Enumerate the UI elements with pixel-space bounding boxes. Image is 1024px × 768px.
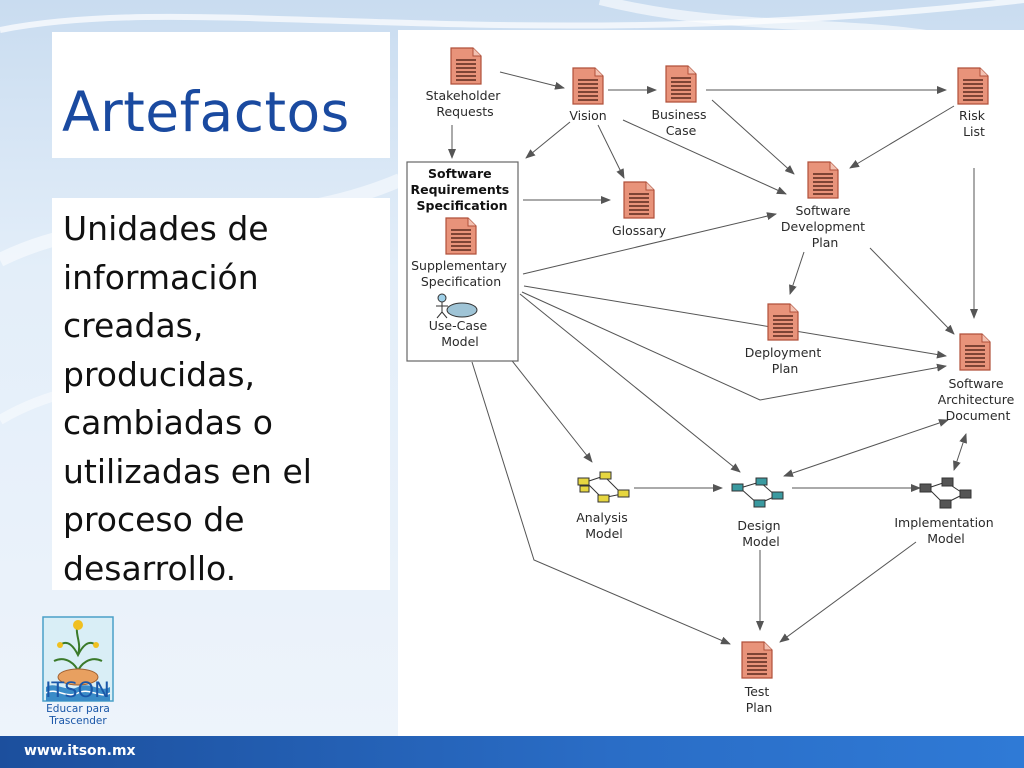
label-glossary: Glossary bbox=[612, 223, 667, 238]
risk-document-icon bbox=[957, 67, 989, 105]
artifacts-diagram: Stakeholder Requests Vision Business Cas… bbox=[398, 30, 1024, 736]
footer-url[interactable]: www.itson.mx bbox=[24, 743, 136, 759]
body-panel bbox=[52, 198, 390, 590]
body-text: Unidades de información creadas, produci… bbox=[63, 209, 312, 588]
arrow-supp-design bbox=[519, 293, 741, 473]
stakeholder-document-icon bbox=[450, 47, 482, 85]
sdp-document-icon bbox=[807, 161, 839, 199]
supp-document-icon bbox=[445, 217, 477, 255]
page-title: Artefactos bbox=[62, 80, 350, 144]
design-model-icon bbox=[731, 477, 784, 508]
title-panel bbox=[52, 32, 390, 158]
usecase-model-icon bbox=[436, 293, 478, 319]
label-stakeholder-requests: Stakeholder Requests bbox=[426, 88, 505, 119]
arrow-business-sdp bbox=[711, 99, 795, 175]
logo-slogan-line: Educar para bbox=[46, 703, 110, 715]
arrow-implementation-test bbox=[779, 541, 917, 643]
label-implementation-model: Implementation Model bbox=[894, 515, 997, 546]
arrow-vision-srs bbox=[525, 121, 571, 159]
label-usecase-model: Use-Case Model bbox=[429, 318, 491, 349]
label-design-model: Design Model bbox=[737, 518, 784, 549]
vision-document-icon bbox=[572, 67, 604, 105]
deployment-document-icon bbox=[767, 303, 799, 341]
label-supplementary-specification: Supplementary Specification bbox=[411, 258, 511, 289]
business-document-icon bbox=[665, 65, 697, 103]
glossary-document-icon bbox=[623, 181, 655, 219]
arrow-sad-implementation bbox=[953, 433, 967, 471]
arrow-usecase-sad bbox=[521, 291, 947, 401]
label-test-plan: Test Plan bbox=[744, 684, 774, 715]
logo-slogan: Educar para Trascender bbox=[36, 703, 120, 727]
sad-document-icon bbox=[959, 333, 991, 371]
diagram-canvas: Stakeholder Requests Vision Business Cas… bbox=[406, 47, 1019, 715]
logo-name: ITSON bbox=[45, 678, 110, 702]
label-software-architecture-document: Software Architecture Document bbox=[938, 376, 1019, 423]
arrow-sdp-deployment bbox=[789, 251, 805, 295]
label-risk-list: Risk List bbox=[959, 108, 989, 139]
arrow-supp-sdp bbox=[522, 212, 777, 275]
itson-logo bbox=[42, 616, 114, 702]
test-document-icon bbox=[741, 641, 773, 679]
logo-slogan-line: Trascender bbox=[49, 715, 107, 727]
label-software-development-plan: Software Development Plan bbox=[781, 203, 869, 250]
arrow-sdp-sad bbox=[869, 247, 955, 335]
arrow-vision-sdp bbox=[622, 119, 787, 195]
arrow-vision-glossary bbox=[597, 124, 625, 179]
arrow-sad-design bbox=[783, 419, 949, 477]
label-business-case: Business Case bbox=[651, 107, 710, 138]
srs-container bbox=[406, 161, 519, 362]
label-analysis-model: Analysis Model bbox=[576, 510, 632, 541]
diagram-arrows bbox=[448, 71, 978, 645]
arrow-stakeholder-vision bbox=[499, 71, 565, 90]
arrow-risk-sdp bbox=[849, 105, 955, 169]
footer-bar bbox=[0, 736, 1024, 768]
analysis-model-icon bbox=[577, 471, 630, 503]
label-vision: Vision bbox=[569, 108, 606, 123]
arrow-usecase-test bbox=[471, 361, 731, 645]
implementation-model-icon bbox=[919, 477, 972, 509]
label-deployment-plan: Deployment Plan bbox=[745, 345, 825, 376]
label-srs: Software Requirements Specification bbox=[410, 166, 513, 213]
arrow-srs-sad bbox=[523, 285, 947, 359]
